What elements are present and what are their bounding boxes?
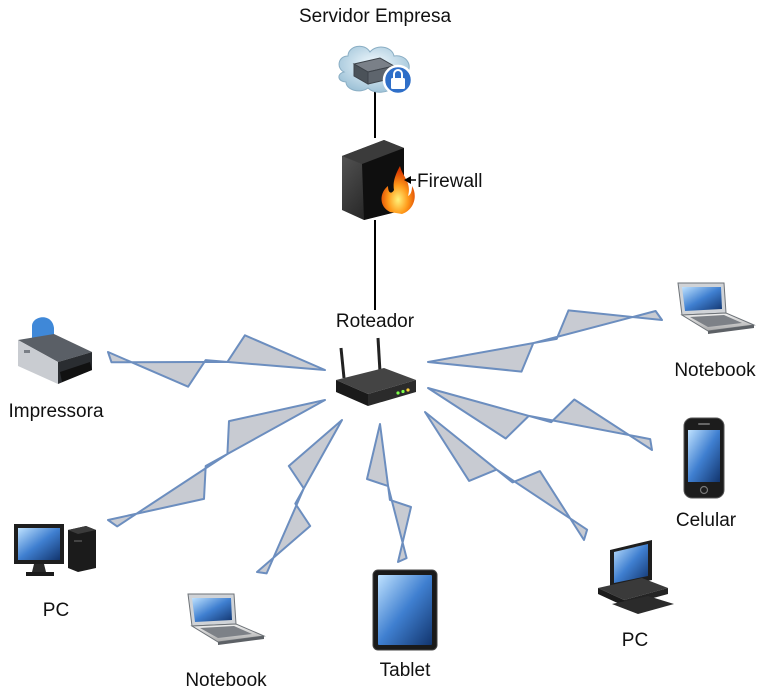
link-printer: [107, 334, 326, 388]
pc-right-label: PC: [622, 630, 648, 651]
link-pc-right: [424, 411, 589, 541]
celular-label: Celular: [676, 510, 737, 531]
tablet-label: Tablet: [380, 660, 431, 681]
firewall-label: Firewall: [417, 171, 482, 192]
wireless-links: [107, 309, 663, 575]
router-label: Roteador: [336, 311, 415, 332]
laptop-icon[interactable]: [187, 593, 266, 645]
wireless-router-icon[interactable]: [336, 337, 416, 406]
tablet-icon[interactable]: [372, 569, 438, 651]
link-notebook-bottom: [256, 419, 343, 575]
laptop-icon[interactable]: [677, 282, 756, 334]
firewall-icon[interactable]: [342, 140, 415, 220]
notebook-right-label: Notebook: [674, 360, 756, 381]
printer-icon[interactable]: [18, 317, 92, 384]
link-notebook-right: [427, 309, 663, 373]
pc-left-label: PC: [43, 600, 69, 621]
smartphone-icon[interactable]: [683, 417, 725, 499]
link-pc-left: [107, 399, 326, 528]
desktop-pc-icon[interactable]: [14, 524, 96, 576]
link-tablet: [366, 423, 412, 563]
desktop-pc-icon[interactable]: [598, 540, 674, 614]
notebook-bottom-label: Notebook: [185, 670, 267, 691]
printer-label: Impressora: [8, 401, 103, 422]
cloud-server-lock-icon[interactable]: [338, 45, 414, 96]
server-label: Servidor Empresa: [299, 6, 451, 27]
firewall-arrow-head: [404, 176, 411, 184]
link-celular: [427, 387, 653, 451]
